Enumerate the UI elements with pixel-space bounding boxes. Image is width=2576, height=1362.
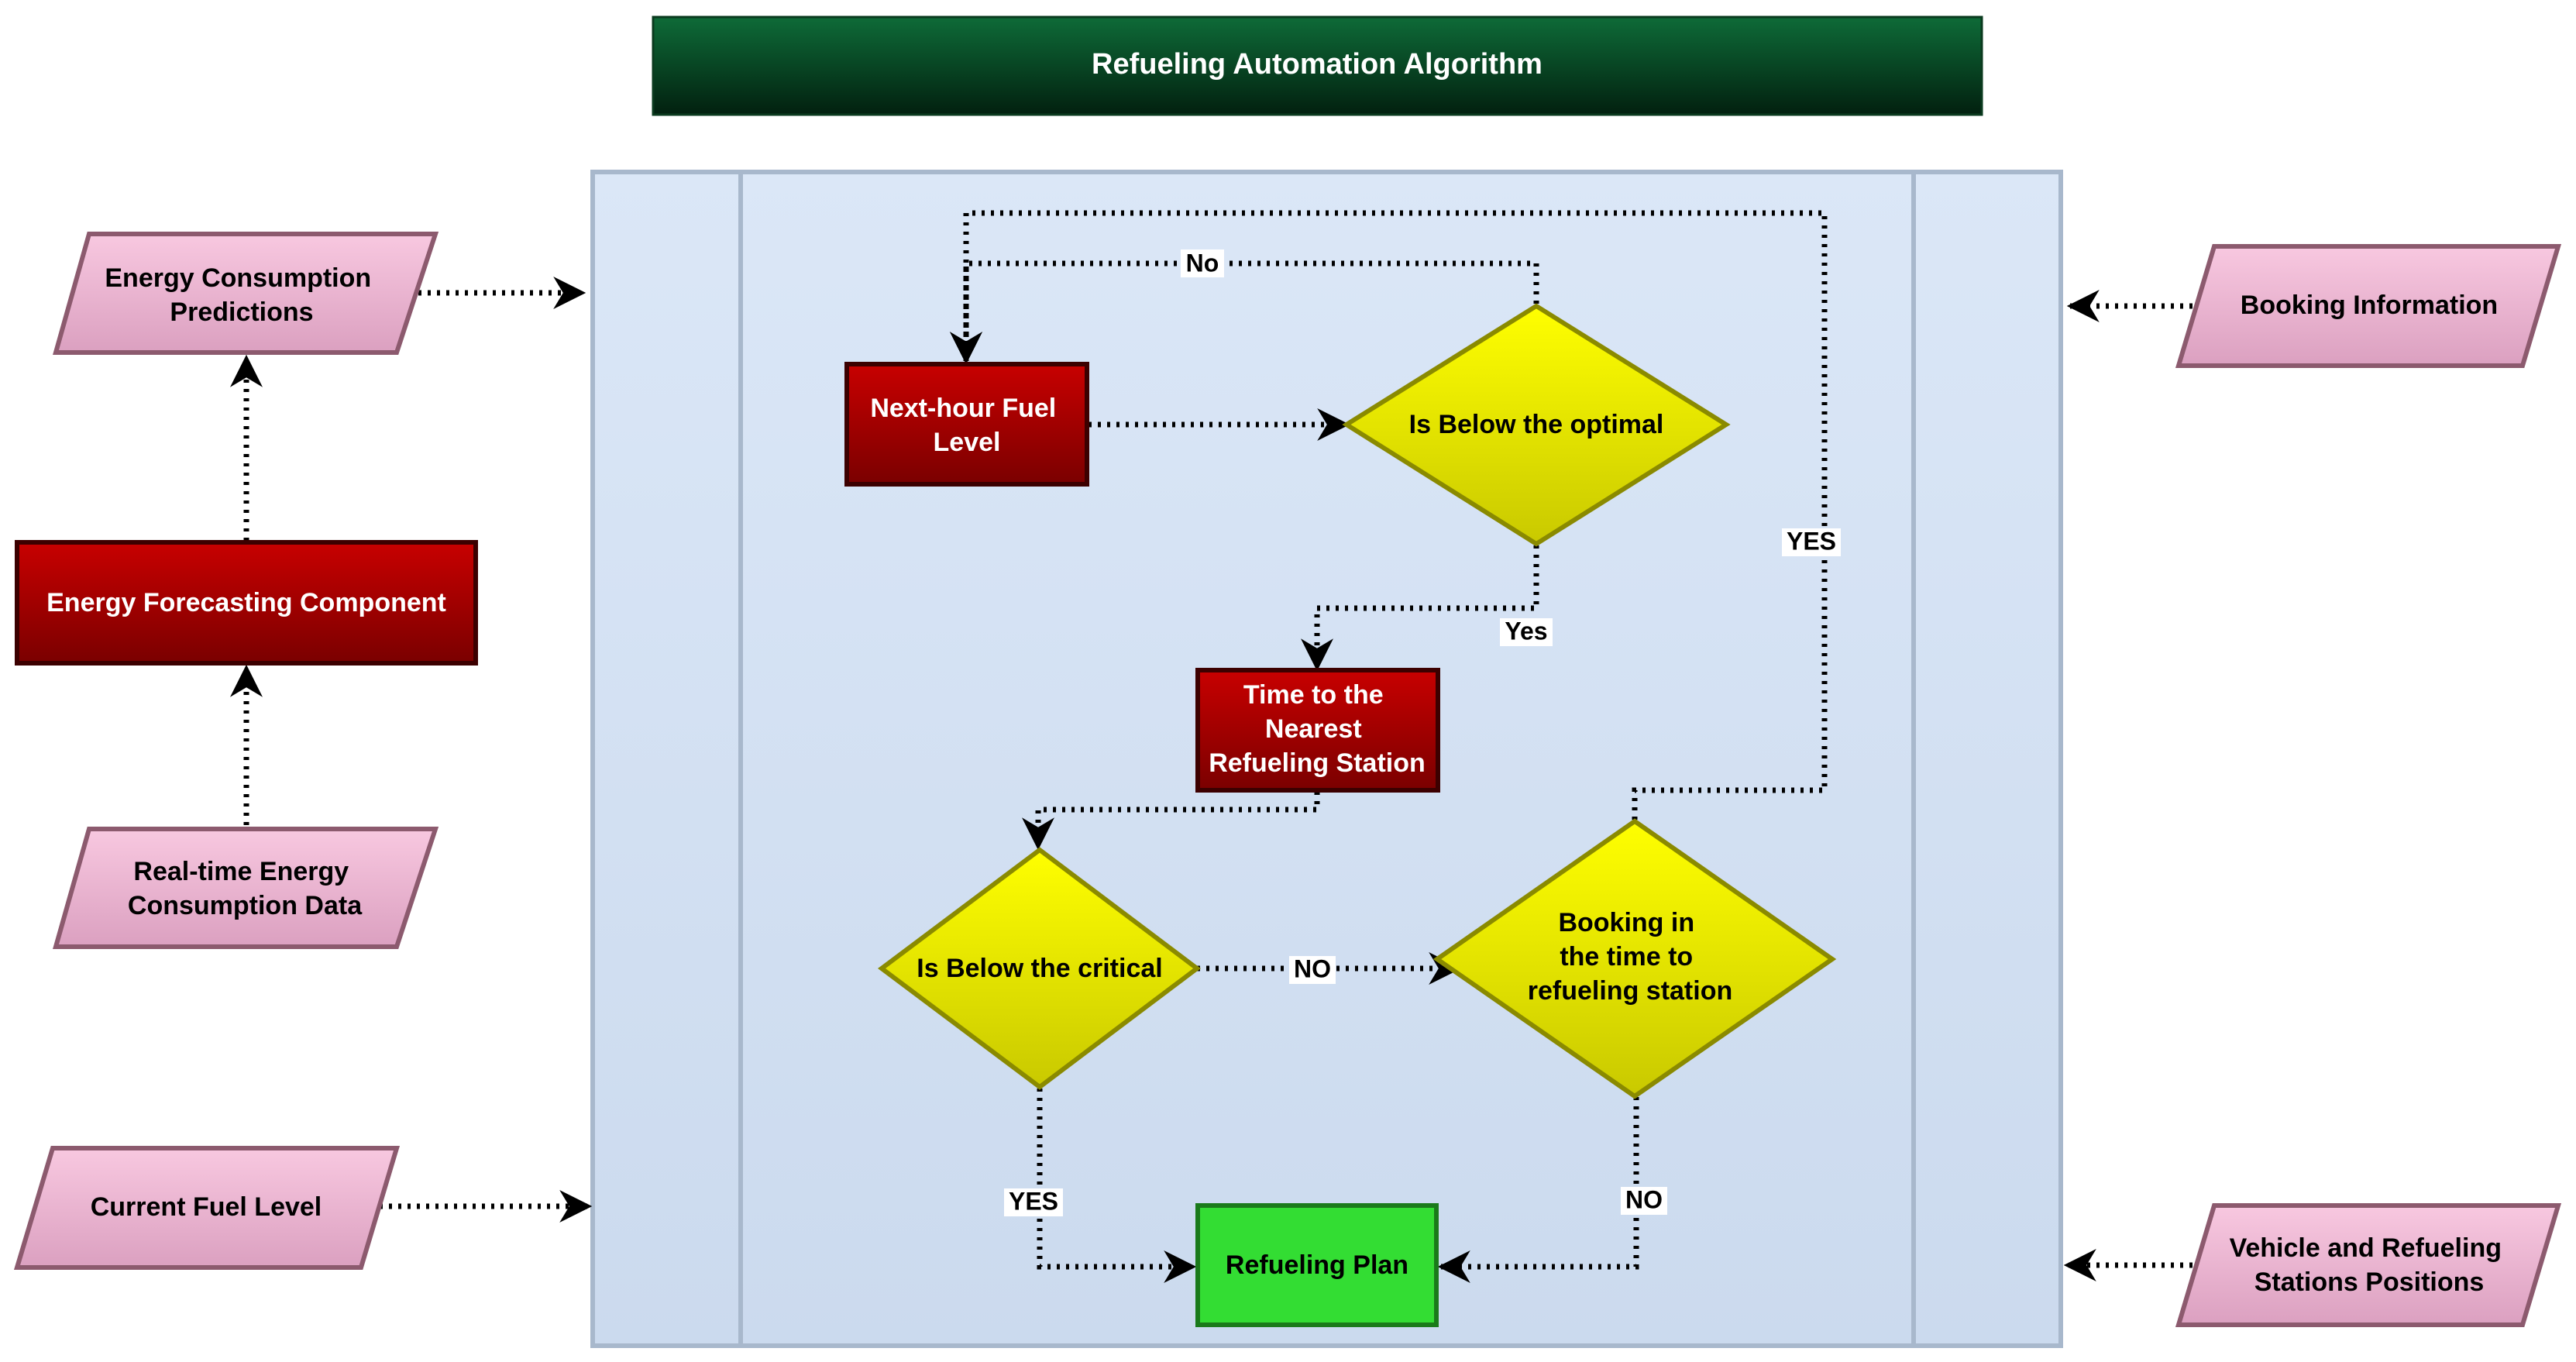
label-no-top: No [1186, 249, 1219, 277]
svg-text:Vehicle and Refueling St: Vehicle and Refueling Stations Positions [2230, 1233, 2509, 1297]
title-bar: Refueling Automation Algorithm [652, 15, 1983, 116]
decision-below-critical: Is Below the critical [878, 847, 1201, 1090]
edge-booking-no [1437, 1097, 1639, 1283]
decision-booking-in-time: Booking in the time to refueling station [1432, 818, 1837, 1099]
booking-line-1: Booking in [1558, 908, 1694, 937]
edge-optimal-no [950, 260, 1539, 365]
predictions-line-1: Energy Consumption [105, 263, 371, 293]
realtime-line-1: Real-time Energy [133, 857, 349, 886]
time-line-1: Time to the [1243, 680, 1384, 710]
positions-line-2: Stations Positions [2254, 1267, 2485, 1297]
positions-line-1: Vehicle and Refueling [2230, 1233, 2502, 1263]
critical-label: Is Below the critical [917, 954, 1162, 983]
current-fuel-label: Current Fuel Level [91, 1192, 322, 1222]
input-current-fuel-level: Current Fuel Level [13, 1146, 401, 1270]
svg-text:Real-time Energy Consump: Real-time Energy Consumption Data [128, 857, 363, 920]
page-title: Refueling Automation Algorithm [1092, 48, 1543, 81]
edge-critical-yes [1037, 1089, 1197, 1283]
refueling-plan-label: Refueling Plan [1226, 1250, 1408, 1280]
time-line-2: Nearest [1265, 714, 1362, 744]
optimal-label: Is Below the optimal [1409, 410, 1664, 439]
predictions-line-2: Predictions [170, 298, 313, 327]
booking-line-3: refueling station [1528, 976, 1732, 1006]
input-vehicle-station-positions: Vehicle and Refueling Stations Positions [2175, 1203, 2562, 1327]
refueling-plan-box: Refueling Plan [1195, 1203, 1439, 1327]
input-energy-consumption-predictions: Energy Consumption Predictions [53, 232, 439, 355]
booking-info-label: Booking Information [2241, 291, 2498, 320]
booking-line-2: the time to [1560, 942, 1693, 972]
svg-text:Next-hour Fuel Level: Next-hour Fuel Level [870, 394, 1063, 457]
input-realtime-energy-data: Real-time Energy Consumption Data [53, 827, 439, 949]
next-hour-fuel-box: Next-hour Fuel Level [844, 362, 1089, 487]
svg-text:Energy Consumption Predi: Energy Consumption Predictions [105, 263, 378, 327]
next-hour-line-2: Level [934, 428, 1001, 457]
label-no-critical: NO [1294, 954, 1331, 982]
label-yes-critical: YES [1009, 1187, 1058, 1215]
svg-text:Booking in the time to: Booking in the time to refueling station [1528, 908, 1732, 1006]
svg-text:Time to the Nearest: Time to the Nearest Refueling Station [1209, 680, 1426, 778]
input-booking-information: Booking Information [2175, 244, 2562, 368]
energy-forecasting-component: Energy Forecasting Component [15, 540, 478, 666]
label-no-booking: NO [1625, 1185, 1663, 1213]
time-line-3: Refueling Station [1209, 748, 1426, 778]
forecasting-label: Energy Forecasting Component [46, 588, 446, 617]
realtime-line-2: Consumption Data [128, 891, 363, 920]
next-hour-line-1: Next-hour Fuel [870, 394, 1056, 423]
time-to-station-box: Time to the Nearest Refueling Station [1195, 668, 1440, 793]
label-yes-booking: YES [1787, 527, 1836, 555]
label-yes-optimal: Yes [1505, 617, 1547, 645]
edge-labels: No YES Yes NO YES NO [1004, 249, 1841, 1216]
decision-below-optimal: Is Below the optimal [1342, 303, 1731, 547]
